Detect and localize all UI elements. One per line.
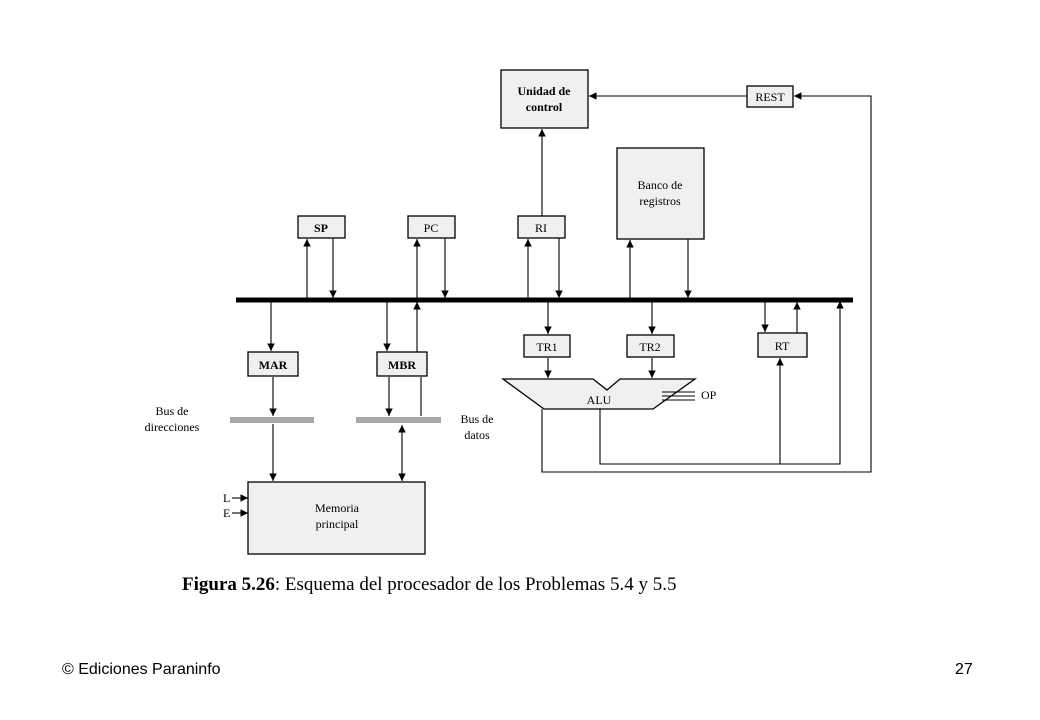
address-bus-label-2: direcciones	[145, 420, 200, 434]
address-bus-label-1: Bus de	[156, 404, 189, 418]
register-bank: Banco de registros	[616, 147, 705, 240]
sp-label: SP	[314, 221, 328, 235]
memory-write-label: E	[223, 506, 230, 520]
pc-register: PC	[407, 215, 456, 239]
sp-register: SP	[297, 215, 346, 239]
control-unit: Unidad de control	[500, 69, 589, 129]
mar-label: MAR	[259, 358, 288, 372]
memory-read-label: L	[223, 491, 230, 505]
main-memory: Memoria principal	[247, 481, 426, 555]
mbr-label: MBR	[388, 358, 416, 372]
connections	[267, 92, 872, 481]
memory-label-2: principal	[316, 517, 359, 531]
register-bank-label-1: Banco de	[638, 178, 683, 192]
rt-register: RT	[757, 332, 808, 358]
page-number: 27	[955, 661, 973, 678]
rest-label: REST	[755, 90, 785, 104]
address-bus	[230, 417, 314, 423]
tr1-label: TR1	[536, 340, 557, 354]
op-label: OP	[701, 388, 717, 402]
data-bus	[356, 417, 441, 423]
alu-op-lines	[662, 391, 695, 401]
alu-label: ALU	[587, 393, 612, 407]
data-bus-label-2: datos	[464, 428, 490, 442]
tr2-label: TR2	[639, 340, 660, 354]
rest-register: REST	[746, 85, 794, 108]
figure-caption: Figura 5.26: Esquema del procesador de l…	[182, 574, 882, 596]
alu: ALU	[501, 378, 698, 410]
control-unit-label-1: Unidad de	[517, 84, 571, 98]
control-unit-label-2: control	[526, 100, 563, 114]
tr2-register: TR2	[626, 334, 675, 358]
rt-label: RT	[775, 339, 790, 353]
mbr-register: MBR	[376, 351, 428, 377]
publisher-footer: © Ediciones Paraninfo	[62, 661, 221, 678]
ri-register: RI	[517, 215, 566, 239]
ri-label: RI	[535, 221, 547, 235]
data-bus-label-1: Bus de	[461, 412, 494, 426]
register-bank-label-2: registros	[639, 194, 681, 208]
tr1-register: TR1	[523, 334, 571, 358]
pc-label: PC	[424, 221, 439, 235]
mar-register: MAR	[247, 351, 299, 377]
figure-caption-text: : Esquema del procesador de los Problema…	[274, 574, 677, 595]
memory-label-1: Memoria	[315, 501, 360, 515]
figure-label: Figura 5.26	[182, 574, 275, 595]
